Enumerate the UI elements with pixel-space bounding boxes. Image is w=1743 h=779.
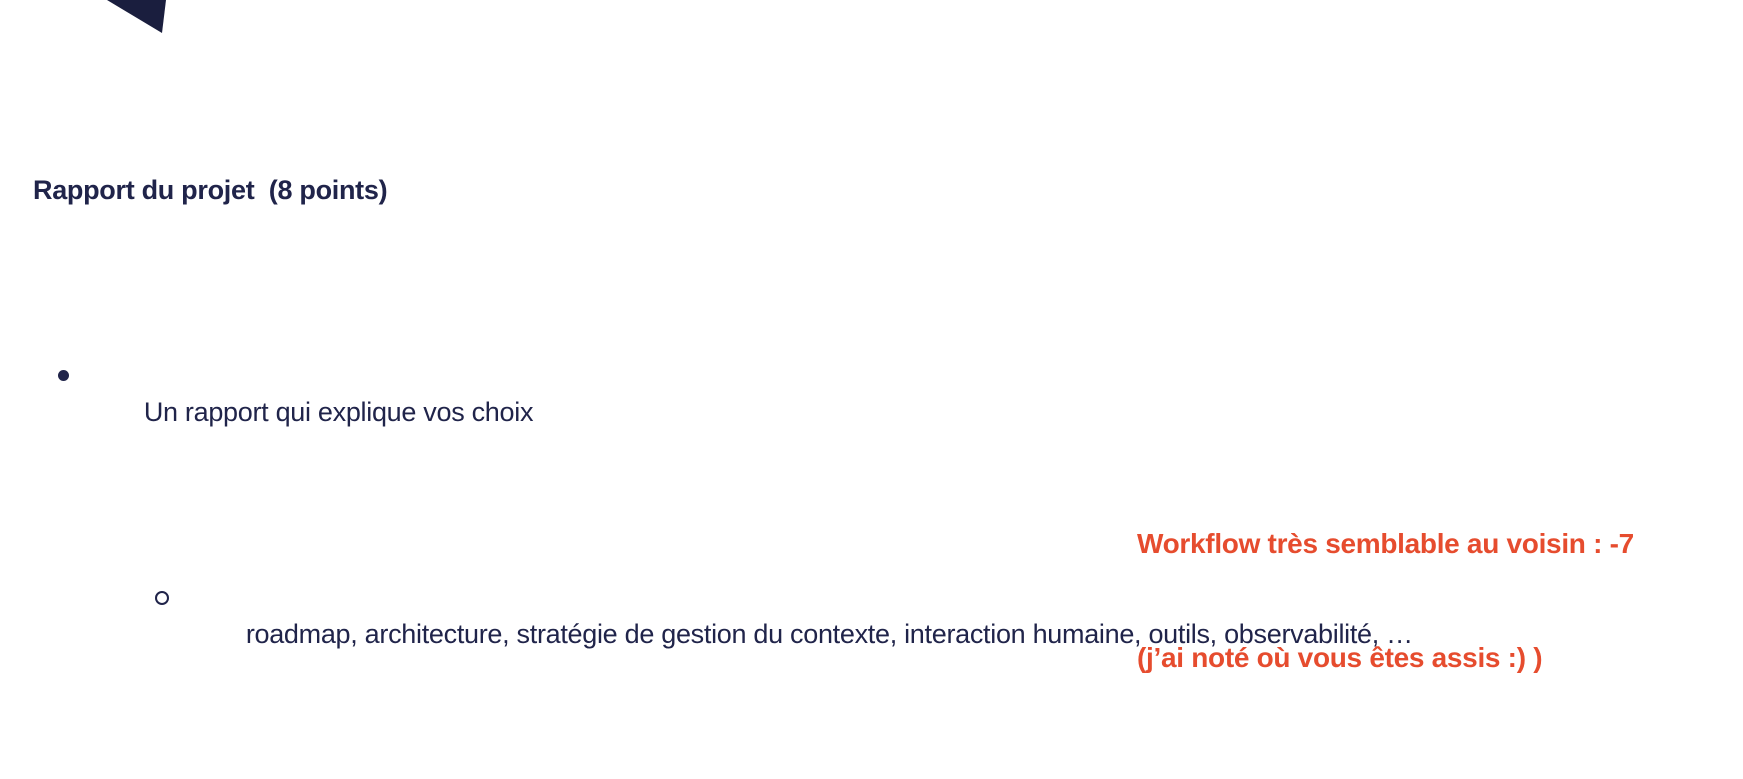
bullet-circle-icon [155,591,169,605]
list-item: Un rapport qui explique vos choix [33,357,1533,468]
grader-comment-line2: (j’ai noté où vous êtes assis :) ) [1137,642,1543,673]
list-item: roadmap, architecture, stratégie de gest… [33,579,1533,690]
grader-comment: Workflow très semblable au voisin : -7 (… [1137,449,1634,753]
rubric-content: Rapport du projet (8 points) Un rapport … [33,24,1533,779]
list-item-text: roadmap, architecture, stratégie de gest… [245,619,1413,649]
section-heading: Rapport du projet (8 points) [33,175,388,205]
corner-triangle-decoration [107,0,166,33]
list-item-text: Un rapport qui explique vos choix [143,397,534,427]
rubric-section: Rapport du projet (8 points) Un rapport … [33,98,1533,779]
grader-comment-line1: Workflow très semblable au voisin : -7 [1137,528,1634,559]
bullet-disc-icon [58,370,69,381]
section-items: Un rapport qui explique vos choix roadma… [33,283,1533,727]
